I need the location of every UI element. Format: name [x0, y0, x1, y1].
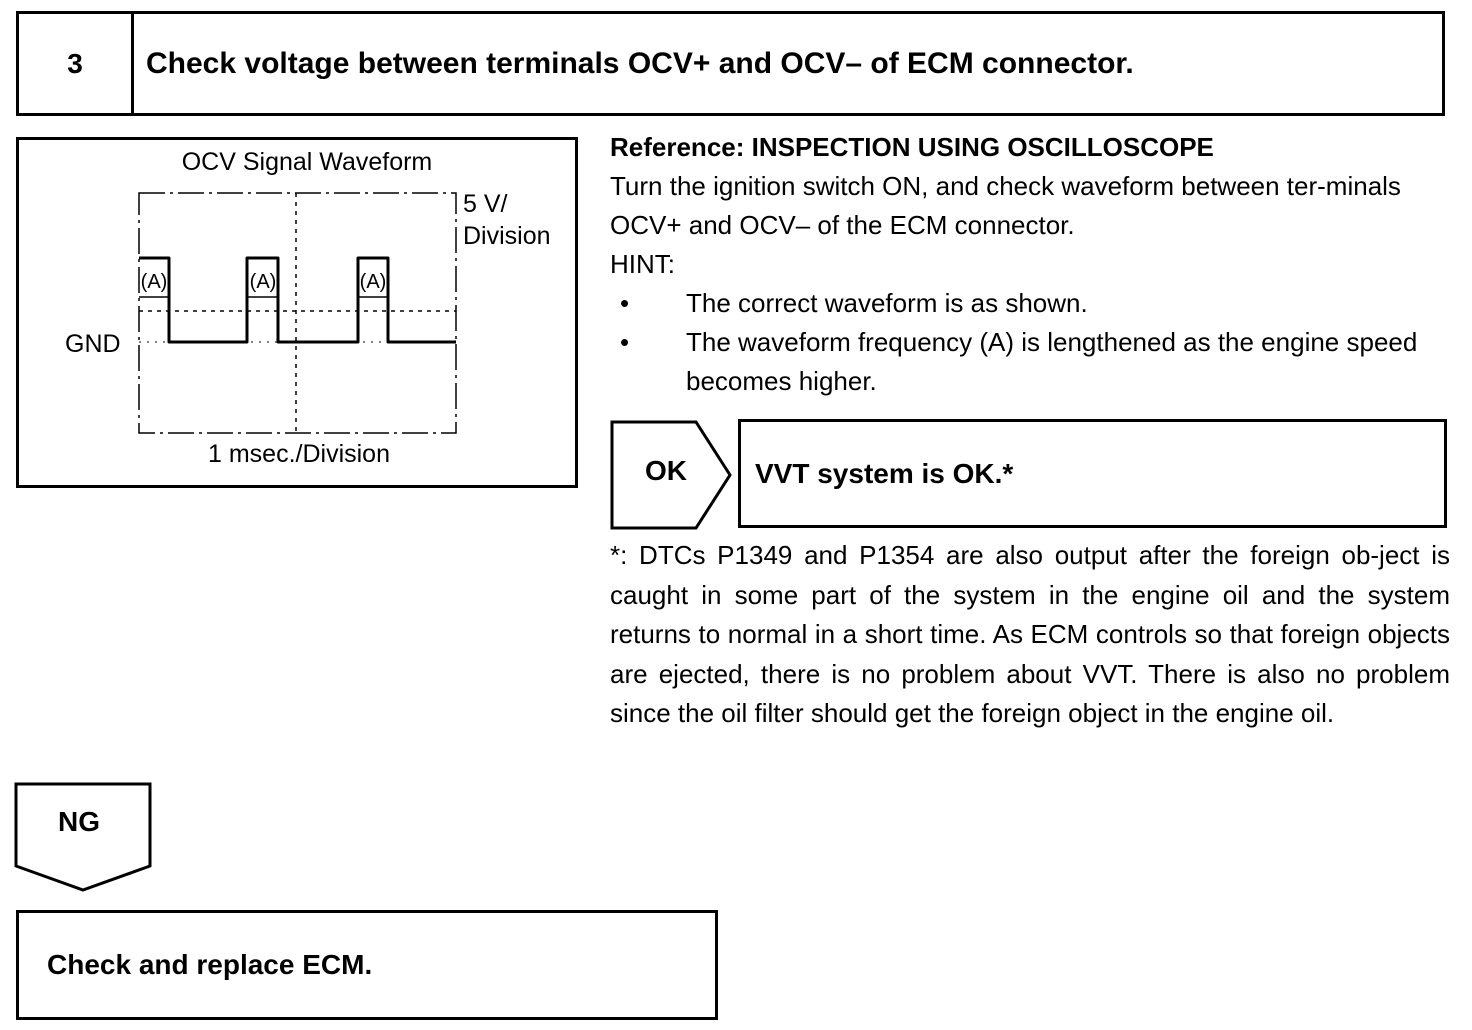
ok-label: OK [645, 455, 687, 486]
footnote: *: DTCs P1349 and P1354 are also output … [610, 540, 1450, 728]
ok-result-box: VVT system is OK.* [738, 419, 1447, 528]
waveform-figure: OCV Signal Waveform 5 V/ Division GND 1 … [16, 137, 578, 488]
step-title: Check voltage between terminals OCV+ and… [146, 46, 1134, 80]
y-scale-label-line2: Division [463, 222, 551, 250]
bullet-text: The correct waveform is as shown. [686, 288, 1088, 318]
figure-title: OCV Signal Waveform [182, 148, 433, 176]
reference-section: Reference: INSPECTION USING OSCILLOSCOPE… [610, 128, 1450, 401]
pulse-label-2: (A) [250, 271, 277, 293]
hint-bullet: • The waveform frequency (A) is lengthen… [610, 323, 1450, 401]
step-number: 3 [19, 14, 134, 113]
y-scale-label-line1: 5 V/ [463, 190, 508, 218]
ok-arrow-shape [610, 420, 732, 530]
bullet-marker: • [620, 288, 630, 318]
hint-bullet: • The correct waveform is as shown. [610, 284, 1450, 323]
oscilloscope-grid [138, 192, 457, 434]
bullet-marker: • [620, 327, 630, 357]
pulse-label-1: (A) [141, 271, 168, 293]
x-scale-label: 1 msec./Division [208, 440, 390, 468]
signal-waveform [139, 256, 456, 344]
waveform-diagram: OCV Signal Waveform 5 V/ Division GND 1 … [65, 148, 551, 468]
step-header: 3 Check voltage between terminals OCV+ a… [16, 11, 1445, 116]
hint-label: HINT: [610, 249, 675, 279]
ng-arrow-shape [14, 782, 152, 892]
reference-body: Turn the ignition switch ON, and check w… [610, 171, 1401, 240]
reference-title: Reference: INSPECTION USING OSCILLOSCOPE [610, 132, 1214, 162]
ng-label: NG [58, 806, 100, 837]
pulse-label-3: (A) [360, 271, 387, 293]
gnd-label: GND [65, 330, 121, 358]
bullet-text: The waveform frequency (A) is lengthened… [686, 327, 1418, 396]
ng-result-box: Check and replace ECM. [16, 910, 718, 1020]
